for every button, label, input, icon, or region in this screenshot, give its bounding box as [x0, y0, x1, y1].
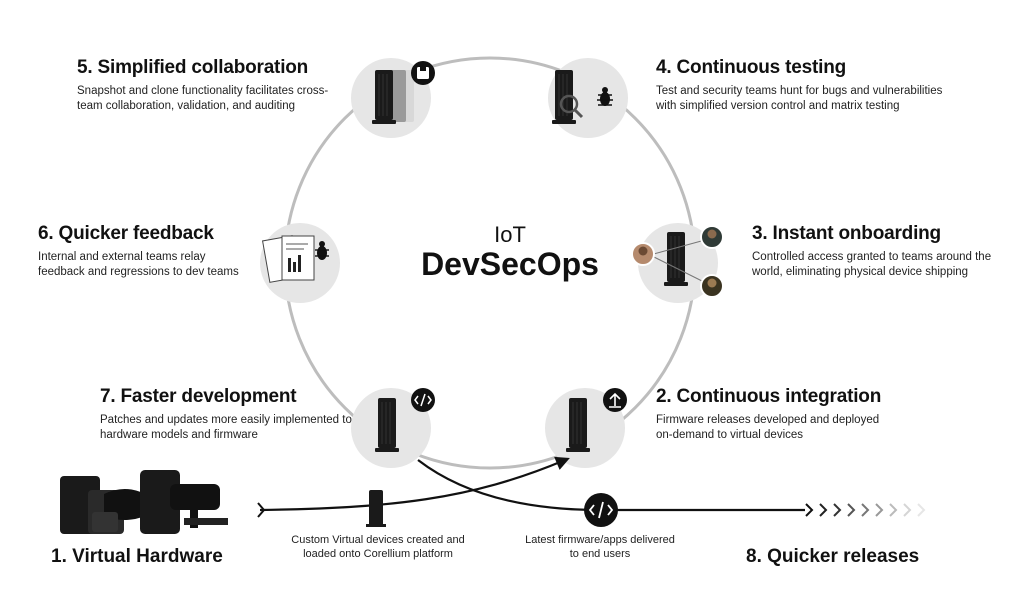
step-title: 5. Simplified collaboration: [77, 57, 309, 78]
step-title: 3. Instant onboarding: [752, 223, 941, 244]
step-development: 7. Faster development Patches and update…: [100, 386, 355, 443]
virtual-hardware-devices: [60, 470, 228, 534]
arrow-from-development: [417, 459, 601, 512]
step-description: Patches and updates more easily implemen…: [100, 414, 352, 441]
step-description: Controlled access granted to teams aroun…: [752, 251, 992, 278]
release-code-icon: [584, 493, 618, 527]
center-label-iot: IoT: [494, 222, 526, 247]
step-description: Snapshot and clone functionality facilit…: [77, 85, 329, 112]
bug-icon: [597, 87, 613, 106]
step-integration: 2. Continuous integration Firmware relea…: [656, 386, 896, 443]
node-collaboration: [351, 58, 435, 138]
step-description: Firmware releases developed and deployed…: [656, 414, 880, 441]
step-feedback: 6. Quicker feedback Internal and externa…: [38, 223, 253, 280]
step-description: Internal and external teams relay feedba…: [38, 251, 239, 278]
step-collaboration: 5. Simplified collaboration Snapshot and…: [77, 57, 339, 114]
step-title: 2. Continuous integration: [656, 386, 882, 407]
magnifier-icon: [559, 94, 579, 114]
caption-latest-firmware: Latest firmware/apps delivered to end us…: [525, 534, 675, 560]
node-testing: [548, 58, 628, 138]
report-documents-icon: [262, 235, 329, 283]
step-testing: 4. Continuous testing Test and security …: [656, 57, 961, 114]
step-title: 6. Quicker feedback: [38, 223, 214, 244]
arrow-to-integration: [259, 456, 570, 512]
label-quicker-releases: 8. Quicker releases: [746, 546, 920, 567]
step-title: 7. Faster development: [100, 386, 297, 407]
step-onboarding: 3. Instant onboarding Controlled access …: [752, 223, 1007, 280]
node-onboarding: [631, 223, 724, 303]
center-label-devsecops: DevSecOps: [421, 246, 599, 282]
virtual-device-icon: [366, 490, 386, 527]
caption-custom-devices: Custom Virtual devices created and loade…: [291, 534, 465, 560]
label-virtual-hardware: 1. Virtual Hardware: [51, 546, 223, 567]
node-integration: [545, 388, 627, 468]
node-development: [351, 388, 435, 468]
step-description: Test and security teams hunt for bugs an…: [656, 85, 943, 112]
release-chevrons: [805, 503, 926, 517]
step-title: 4. Continuous testing: [656, 57, 847, 78]
node-feedback: [260, 223, 340, 303]
team-avatars-icon: [631, 225, 724, 298]
